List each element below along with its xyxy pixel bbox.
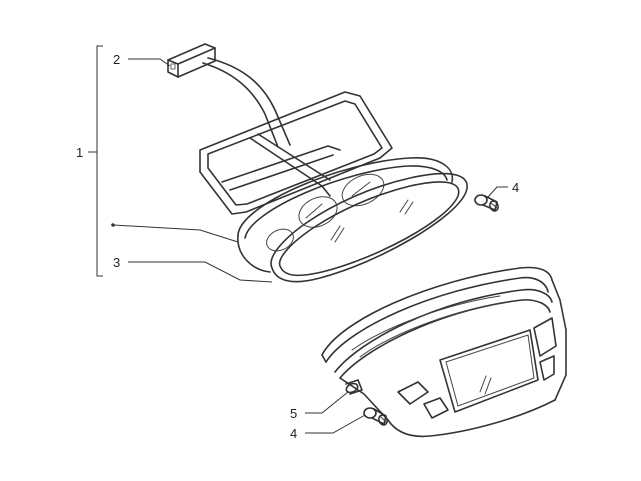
callout-3: 3 <box>113 255 120 270</box>
leader-lines <box>128 58 508 434</box>
assembly-bracket <box>88 45 239 277</box>
callout-4-upper: 4 <box>512 180 519 195</box>
screw-upper <box>474 194 499 212</box>
callout-4-lower: 4 <box>290 426 297 441</box>
callout-2: 2 <box>113 52 120 67</box>
callout-5: 5 <box>290 406 297 421</box>
gauge-housing <box>237 157 468 283</box>
screw-lower <box>363 407 388 426</box>
instrument-cover <box>321 266 567 438</box>
callout-1: 1 <box>76 145 83 160</box>
wiring-harness <box>167 43 393 215</box>
